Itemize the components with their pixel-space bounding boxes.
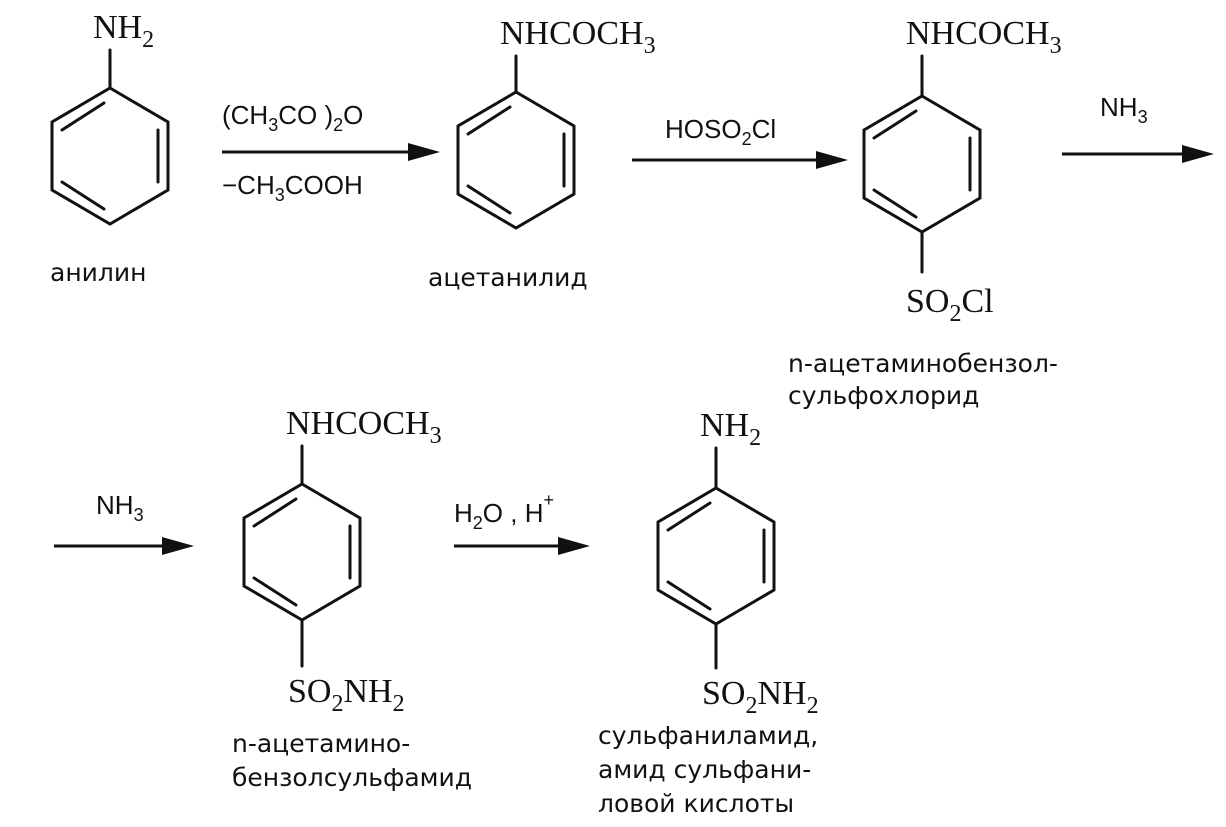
sulfochloride-name-line1: n-ацетаминобензол- bbox=[788, 349, 1058, 378]
sulfochloride-structure: NHCOCH3 SO2Cl n-ацетаминобензол- сульфох… bbox=[788, 15, 1062, 410]
step2-arrow: HOSO2Cl bbox=[632, 114, 848, 169]
sulfochloride-name-line2: сульфохлорид bbox=[788, 381, 979, 410]
sulfamide-structure: NHCOCH3 SO2NH2 n-ацетамино- бензолсульфа… bbox=[232, 405, 472, 792]
acetanilide-name: ацетанилид bbox=[428, 263, 588, 292]
aniline-name: анилин bbox=[50, 258, 146, 287]
step3-continuation-arrow: NH3 bbox=[54, 490, 194, 555]
sulfamide-sulfonamide-group: SO2NH2 bbox=[288, 673, 405, 717]
step3-arrow: NH3 bbox=[1062, 92, 1214, 163]
acetanilide-benzene-ring bbox=[456, 90, 576, 230]
sulfochloride-benzene-ring bbox=[862, 94, 982, 234]
sulfamide-name-line1: n-ацетамино- bbox=[232, 729, 410, 758]
sulfanilamide-sulfonamide-group: SO2NH2 bbox=[702, 675, 819, 719]
sulfamide-benzene-ring bbox=[242, 482, 362, 622]
step4-arrow: H2O , H+ bbox=[454, 490, 590, 555]
acetanilide-acetamido-group: NHCOCH3 bbox=[500, 15, 656, 59]
sulfochloride-sulfonyl-group: SO2Cl bbox=[906, 283, 994, 327]
sulfanilamide-benzene-ring bbox=[656, 486, 776, 626]
step1-byproduct: −CH3COOH bbox=[222, 170, 363, 205]
step4-reagent: H2O , H+ bbox=[454, 490, 554, 533]
sulfanilamide-name-line3: ловой кислоты bbox=[598, 789, 794, 818]
sulfamide-acetamido-group: NHCOCH3 bbox=[286, 405, 442, 449]
step1-reagent: (CH3CO )2O bbox=[222, 100, 363, 135]
aniline-benzene-ring bbox=[50, 86, 170, 226]
sulfanilamide-name-line2: амид сульфани- bbox=[598, 755, 811, 784]
step2-reagent: HOSO2Cl bbox=[665, 114, 776, 149]
step3-continuation-reagent: NH3 bbox=[96, 490, 144, 525]
aniline-amino-group: NH2 bbox=[93, 9, 154, 53]
sulfanilamide-name-line1: сульфаниламид, bbox=[598, 721, 818, 750]
sulfamide-name-line2: бензолсульфамид bbox=[232, 763, 472, 792]
aniline-structure: NH2 анилин bbox=[50, 9, 170, 287]
sulfanilamide-structure: NH2 SO2NH2 сульфаниламид, амид сульфани-… bbox=[598, 407, 819, 818]
step1-arrow: (CH3CO )2O −CH3COOH bbox=[222, 100, 440, 205]
sulfochloride-acetamido-group: NHCOCH3 bbox=[906, 15, 1062, 59]
acetanilide-structure: NHCOCH3 ацетанилид bbox=[428, 15, 656, 292]
sulfanilamide-amino-group: NH2 bbox=[700, 407, 761, 451]
step3-reagent: NH3 bbox=[1100, 92, 1148, 127]
